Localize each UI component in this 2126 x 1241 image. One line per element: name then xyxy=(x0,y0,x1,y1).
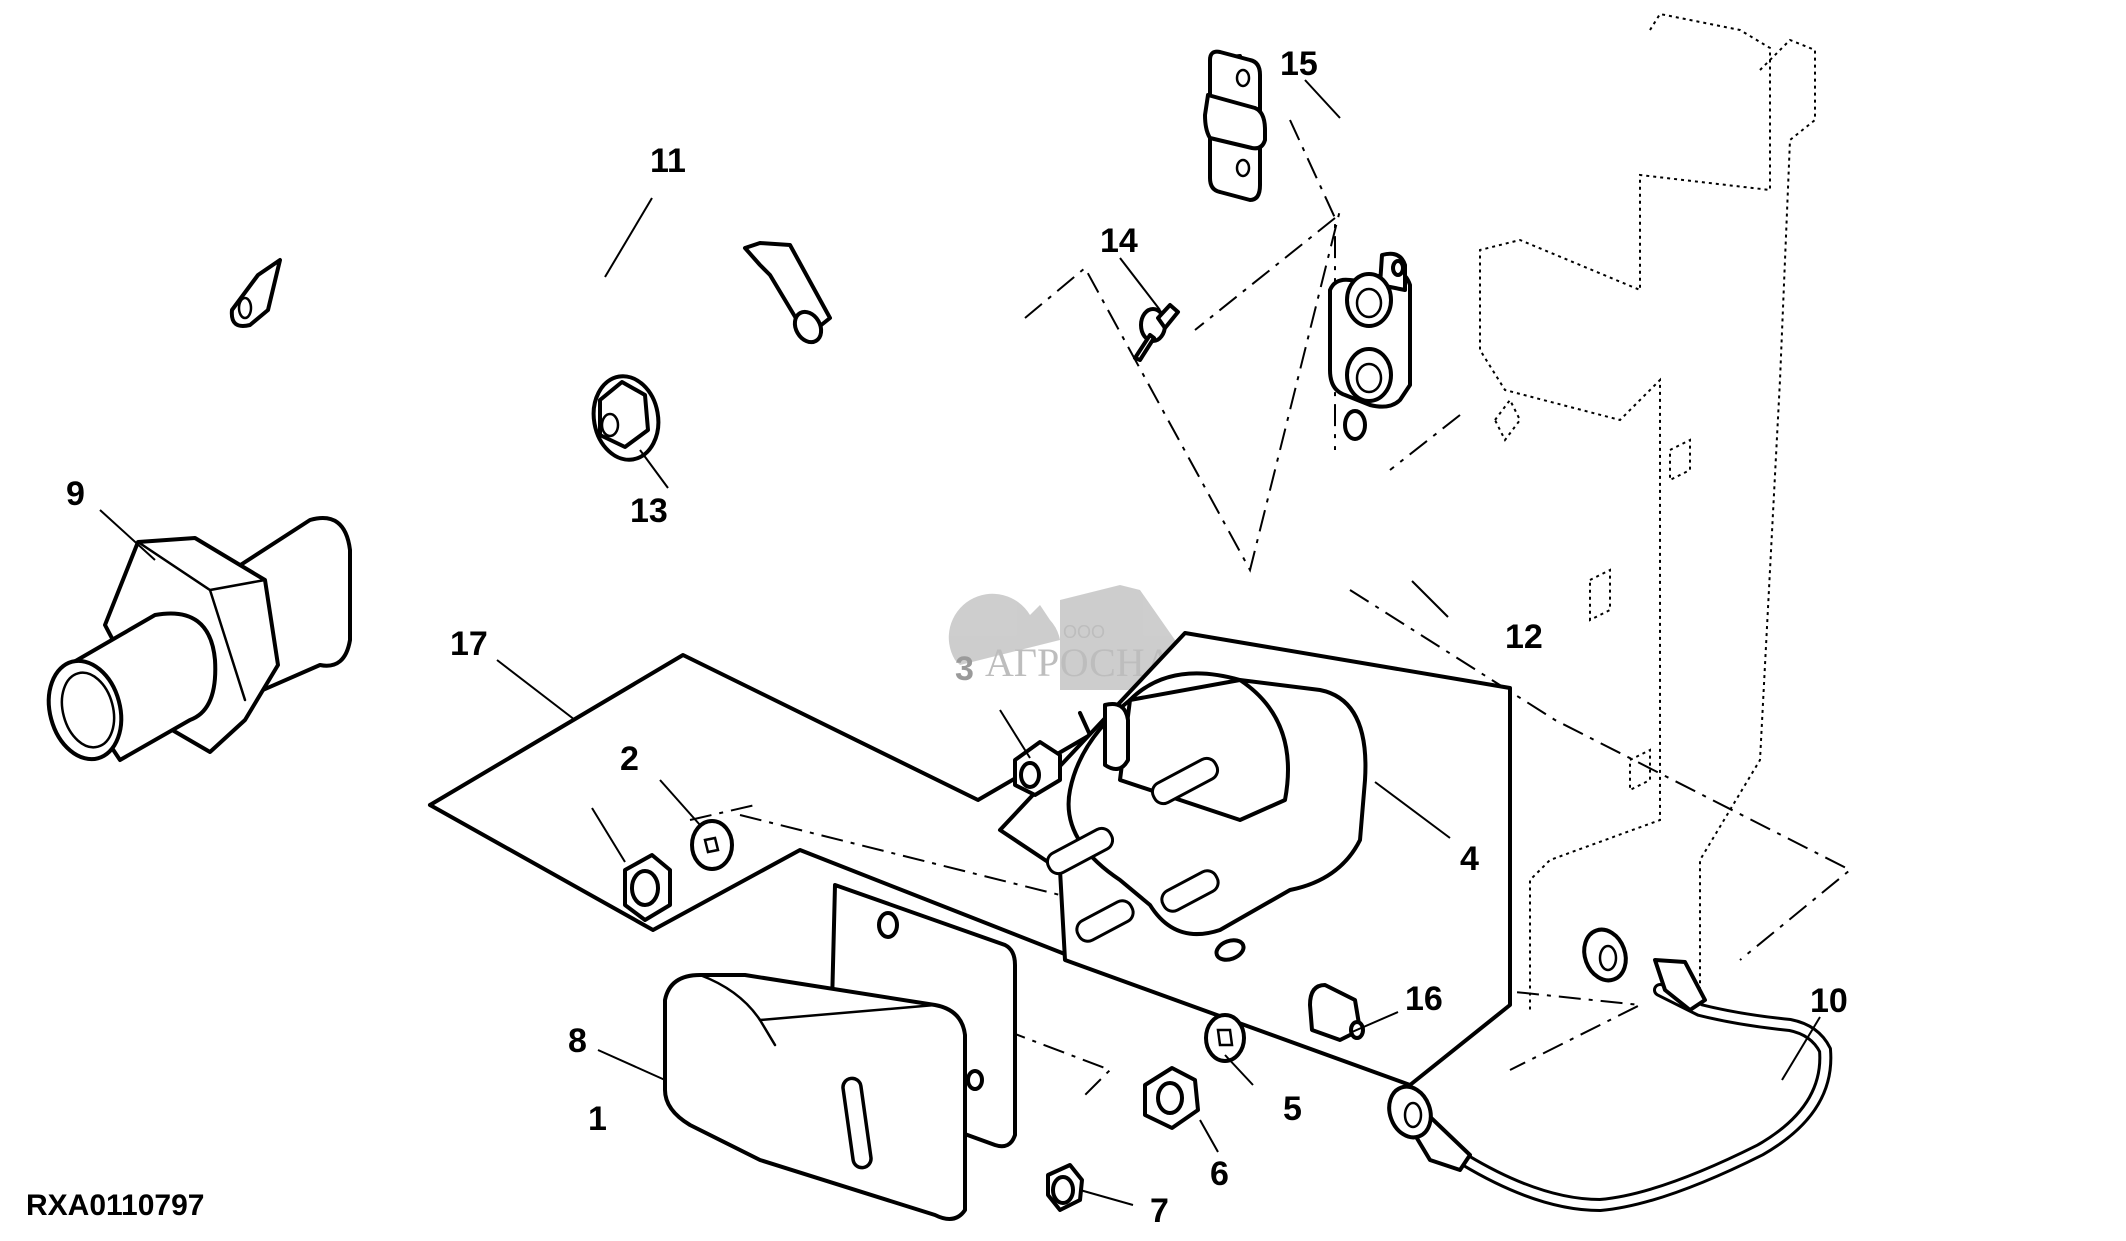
callout-14: 14 xyxy=(1100,222,1138,260)
callout-15: 15 xyxy=(1280,45,1318,83)
part-16-terminal[interactable] xyxy=(1308,983,1365,1042)
part-14-pin[interactable] xyxy=(1133,303,1180,362)
figure-code: RXA0110797 xyxy=(26,1189,204,1222)
callout-2: 2 xyxy=(620,740,639,778)
part-17-plate[interactable] xyxy=(428,653,1092,962)
callout-1: 1 xyxy=(588,1100,607,1138)
callout-4: 4 xyxy=(1460,840,1479,878)
part-15-fuse-link[interactable] xyxy=(1203,49,1267,202)
callout-17: 17 xyxy=(450,625,488,663)
callout-12: 12 xyxy=(1505,618,1543,656)
callout-6: 6 xyxy=(1210,1155,1229,1193)
part-8-cover[interactable] xyxy=(663,883,1017,1221)
leader-lines xyxy=(99,79,1821,1206)
callout-9: 9 xyxy=(66,475,85,513)
part-13-flange-nut[interactable] xyxy=(587,371,665,465)
callout-3: 3 xyxy=(955,650,974,688)
callout-8: 8 xyxy=(568,1022,587,1060)
part-3-nut[interactable] xyxy=(1013,702,1130,797)
part-9-fitting[interactable] xyxy=(38,516,352,767)
watermark-prefix: ООО xyxy=(1063,622,1105,642)
callout-11: 11 xyxy=(650,142,686,180)
callout-10: 10 xyxy=(1810,982,1848,1020)
part-2-washer[interactable] xyxy=(690,819,734,871)
part-6-nut[interactable] xyxy=(1143,1066,1200,1130)
part-12-fuse-holder[interactable] xyxy=(1328,251,1412,441)
callout-7: 7 xyxy=(1150,1192,1169,1230)
part-4-solenoid[interactable] xyxy=(1044,671,1368,963)
part-10-cable[interactable] xyxy=(1382,924,1833,1213)
part-1-nut[interactable] xyxy=(623,853,672,922)
callout-labels: 1 2 3 4 5 6 7 8 9 10 11 12 13 14 15 16 1… xyxy=(26,45,1848,1230)
callout-5: 5 xyxy=(1283,1090,1302,1128)
part-5-washer[interactable] xyxy=(1204,1013,1246,1063)
callout-16: 16 xyxy=(1405,980,1443,1018)
part-7-bolt[interactable] xyxy=(1046,1163,1084,1212)
mounting-bracket-outline xyxy=(1479,12,1816,1010)
part-11-cable[interactable] xyxy=(229,157,832,375)
callout-13: 13 xyxy=(630,492,668,530)
